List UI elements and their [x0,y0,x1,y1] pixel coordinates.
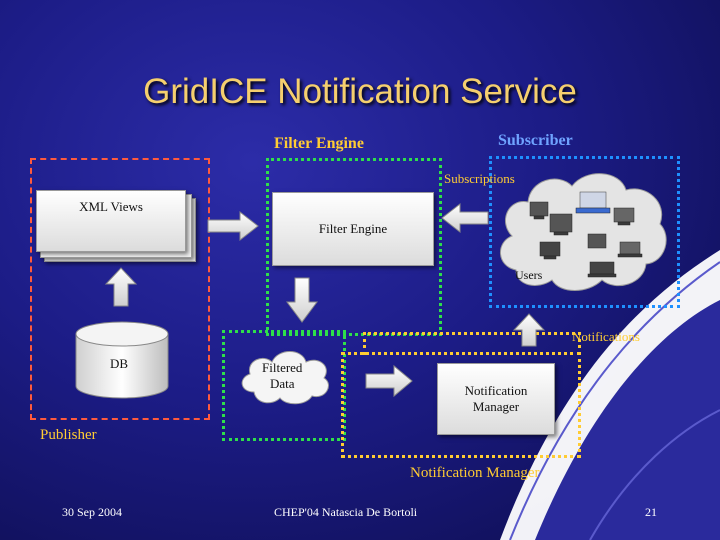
footer-event: CHEP'04 Natascia De Bortoli [274,505,417,520]
footer-date: 30 Sep 2004 [62,505,122,520]
footer-page-number: 21 [645,505,657,520]
